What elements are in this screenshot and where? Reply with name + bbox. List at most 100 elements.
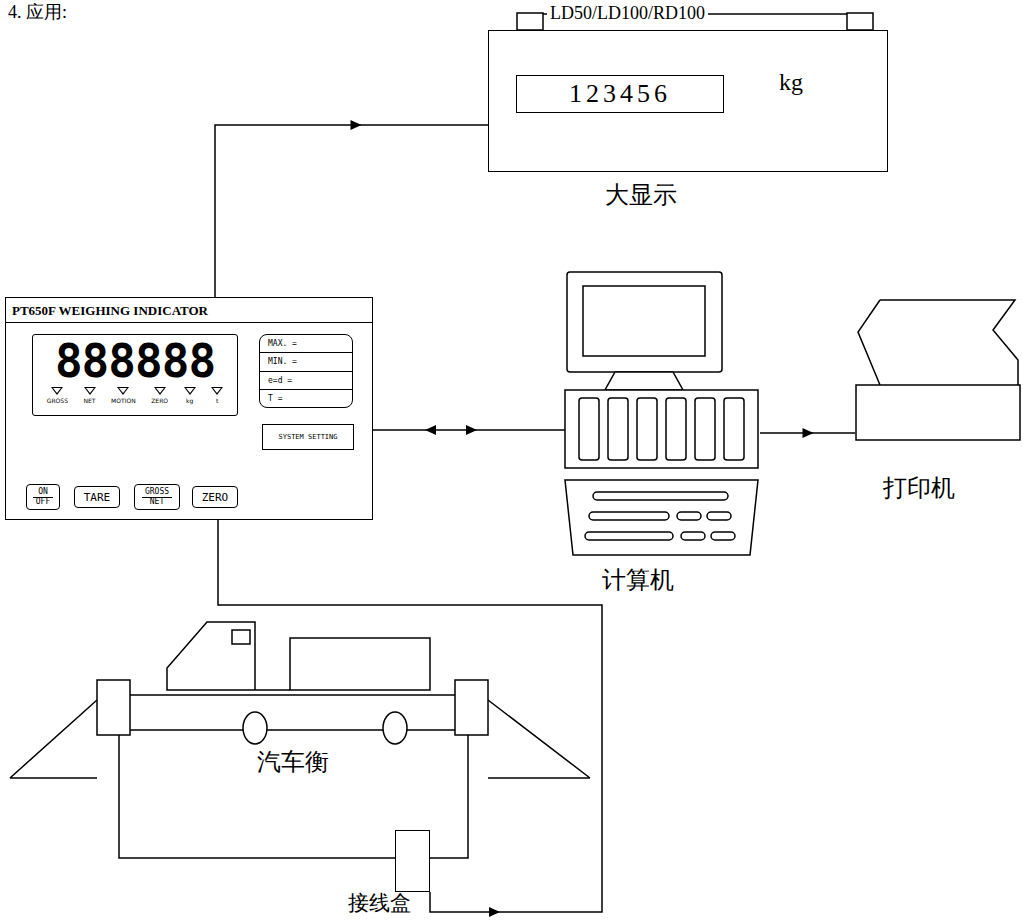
indicator-row: GROSS NET MOTION ZERO kg t: [33, 387, 237, 404]
keyboard-row: [585, 532, 673, 540]
truck-window: [232, 630, 250, 644]
digit-readout: 888888: [33, 335, 237, 387]
digit-readout: t: [216, 397, 218, 404]
device-caption: 接线盒: [324, 891, 434, 915]
indicator-triangle-fill: [186, 388, 194, 393]
wire: [215, 125, 488, 297]
rect-shape: [517, 13, 543, 30]
key-button: GROSS NET: [134, 484, 180, 510]
unit-label: kg: [779, 69, 803, 96]
keyboard-row: [589, 512, 669, 520]
indicator-triangle-fill: [119, 388, 127, 393]
button-label: SYSTEM SETTING: [278, 433, 337, 441]
indicator-triangle: [84, 387, 96, 395]
case-slot: [724, 398, 744, 460]
keyboard-key: [677, 512, 701, 520]
digit-readout: NET: [84, 397, 96, 404]
monitor-screen: [583, 286, 705, 356]
indicator-cell: ZERO: [151, 387, 168, 404]
key-button: ZERO: [192, 486, 238, 508]
device-caption: 汽车衡: [243, 746, 343, 778]
junction-box: 接线盒: [395, 830, 430, 892]
connector: [215, 120, 488, 297]
monitor: [567, 272, 722, 372]
indicator-triangle-fill: [86, 388, 94, 393]
setting-button: SYSTEM SETTING: [262, 424, 354, 450]
illustration: [97, 560, 488, 735]
computer: 计算机: [565, 270, 760, 600]
model-label: LD50/LD100/RD100: [547, 3, 708, 24]
case-slot: [666, 398, 686, 460]
spec-row: MIN. =: [260, 353, 352, 371]
keyboard-key: [707, 512, 731, 520]
printer: 打印机: [855, 320, 1021, 510]
connector: [218, 520, 602, 917]
indicator-triangle-fill: [213, 388, 221, 393]
section-heading: 4. 应用:: [8, 0, 67, 24]
digit-readout: GROSS: [47, 397, 68, 404]
indicator-cell: t: [211, 387, 223, 404]
arrowhead: [466, 425, 477, 435]
spec-row: T =: [260, 390, 352, 407]
connector: [373, 425, 565, 435]
indicator-cell: kg: [184, 387, 196, 404]
indicator-cell: GROSS: [47, 387, 68, 404]
pillar: [97, 680, 130, 735]
truck-cargo: [290, 638, 430, 690]
wire: [218, 520, 602, 912]
device-caption: 计算机: [593, 564, 683, 596]
key-label: GROSS NET: [142, 487, 172, 507]
computer-case: [565, 390, 758, 468]
case-slot: [608, 398, 628, 460]
digit-readout: MOTION: [111, 397, 136, 404]
indicator-cell: NET: [84, 387, 96, 404]
digit-readout: ZERO: [151, 397, 168, 404]
wheel: [243, 712, 267, 744]
keyboard-row: [593, 492, 728, 500]
indicator-triangle: [211, 387, 223, 395]
spec-row: e=d =: [260, 372, 352, 390]
digit-window: 888888GROSS NET MOTION ZERO kg t: [32, 334, 238, 416]
case-slot: [695, 398, 715, 460]
indicator-triangle: [184, 387, 196, 395]
keyboard-key: [711, 532, 735, 540]
spec-plate: MAX. =MIN. =e=d =T =: [259, 334, 353, 408]
device-caption: 大显示: [551, 179, 731, 211]
arrowhead: [489, 907, 500, 917]
indicator-triangle: [117, 387, 129, 395]
display-housing: LD50/LD100/RD100kg大显示123456: [488, 30, 888, 172]
keyboard-key: [681, 532, 705, 540]
display-value: 123456: [569, 79, 671, 109]
indicator-triangle-fill: [156, 388, 164, 393]
key-label: TARE: [84, 491, 111, 504]
keyboard: [565, 480, 758, 555]
arrowhead: [351, 120, 362, 130]
key-button: ON OFF: [26, 484, 60, 510]
case-slot: [579, 398, 599, 460]
key-label: ZERO: [202, 491, 229, 504]
illustration: [565, 270, 760, 600]
monitor-stand: [605, 372, 683, 390]
indicator-triangle-fill: [53, 388, 61, 393]
display-window: 123456: [516, 75, 724, 113]
digit-readout: kg: [186, 397, 193, 404]
indicator-triangle: [154, 387, 166, 395]
arrowhead: [803, 428, 814, 438]
key-button: TARE: [74, 486, 120, 508]
key-label: ON OFF: [33, 487, 53, 507]
connector: [760, 428, 855, 438]
device-caption: 打印机: [869, 472, 969, 504]
pillar: [455, 680, 488, 735]
rect-shape: [847, 13, 873, 30]
arrowhead: [425, 425, 436, 435]
truck-cab: [167, 622, 290, 690]
indicator-housing: PT650F WEIGHING INDICATOR 888888GROSS NET M…: [5, 297, 373, 520]
indicator-cell: MOTION: [111, 387, 136, 404]
truck-scale: 汽车衡: [97, 560, 488, 735]
printer-paper: [858, 300, 1018, 385]
printer-body: [856, 385, 1020, 440]
indicator-triangle: [51, 387, 63, 395]
wire: [119, 735, 395, 858]
indicator-title: PT650F WEIGHING INDICATOR: [6, 298, 372, 323]
wheel: [383, 712, 407, 744]
